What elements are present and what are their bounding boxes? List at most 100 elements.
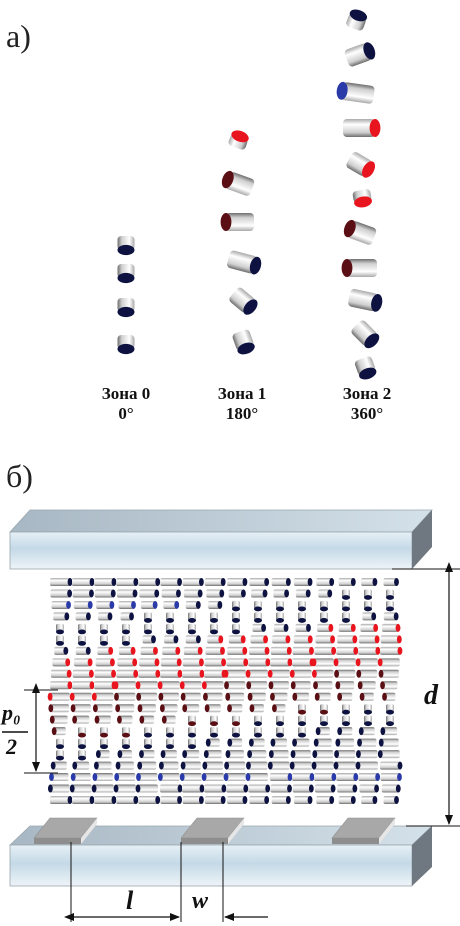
lc-molecule (298, 600, 306, 612)
lc-molecule (292, 692, 310, 701)
lc-molecule (139, 750, 155, 759)
w-label: w (192, 888, 209, 914)
panel-b-label: б) (6, 458, 33, 494)
lc-molecule (249, 578, 270, 586)
electrode-right (331, 817, 396, 844)
lc-molecule (295, 623, 311, 632)
lc-molecule (342, 612, 350, 623)
lc-molecule (75, 612, 91, 621)
lc-molecule (208, 600, 223, 609)
lc-molecule (142, 635, 156, 644)
lc-molecule (318, 589, 333, 598)
lc-molecule (315, 635, 335, 644)
lc-molecule (185, 600, 201, 609)
lc-molecule (320, 715, 328, 727)
lc-molecule (117, 715, 133, 724)
lc-molecule (50, 669, 72, 678)
lc-molecule (72, 589, 94, 598)
lc-molecule (342, 600, 350, 612)
lc-molecule (204, 658, 227, 667)
lc-molecule (135, 681, 158, 690)
lc-molecule (254, 612, 262, 623)
lc-molecule (270, 784, 292, 793)
lc-molecule (144, 727, 152, 738)
lc-molecule (92, 773, 114, 782)
lc-molecule (78, 750, 86, 761)
lc-molecule (166, 727, 174, 738)
lc-molecule (51, 727, 66, 736)
lc-molecule (100, 727, 108, 738)
lc-molecule (271, 796, 291, 804)
liquid-crystal-grid (47, 578, 403, 804)
lc-molecule (159, 704, 178, 713)
lc-molecule (52, 658, 71, 667)
lc-molecule (247, 692, 266, 701)
zone2-molecule (343, 219, 377, 245)
lc-molecule (298, 704, 306, 715)
lc-molecule (51, 600, 71, 609)
lc-molecule (73, 658, 93, 667)
lc-molecule (182, 796, 204, 804)
lc-molecule (292, 784, 314, 793)
lc-molecule (226, 784, 249, 793)
lc-molecule (335, 681, 355, 690)
zone2-molecule (343, 119, 381, 137)
lc-molecule (314, 784, 336, 793)
lc-molecule (72, 681, 95, 690)
lc-molecule (188, 715, 196, 727)
lc-molecule (114, 692, 136, 701)
lc-molecule (118, 646, 136, 655)
lc-molecule (249, 704, 265, 713)
lc-molecule (201, 773, 224, 782)
lc-molecule (268, 681, 290, 690)
lc-molecule (245, 669, 268, 678)
lc-molecule (337, 784, 358, 793)
lc-molecule (313, 738, 332, 747)
lc-molecule (298, 612, 306, 623)
lc-molecule (204, 669, 227, 678)
lc-molecule (270, 692, 288, 701)
lc-molecule (188, 727, 196, 738)
lc-molecule (311, 658, 334, 667)
lc-molecule (182, 658, 204, 667)
lc-molecule (95, 658, 115, 667)
lc-molecule (364, 600, 372, 612)
lc-molecule (224, 681, 246, 690)
lc-molecule (290, 750, 311, 759)
zone-2-label: Зона 2 360° (322, 384, 412, 424)
lc-molecule (270, 738, 288, 747)
lc-molecule (355, 761, 378, 770)
lc-molecule (333, 761, 356, 770)
lc-molecule (160, 658, 182, 667)
lc-molecule (78, 738, 86, 750)
lc-molecule (380, 646, 403, 655)
lc-molecule (377, 658, 400, 667)
lc-molecule (386, 600, 394, 612)
lc-molecule (69, 692, 92, 701)
lc-molecule (95, 750, 110, 759)
lc-molecule (276, 727, 284, 738)
lc-molecule (314, 646, 337, 655)
lc-molecule (252, 623, 266, 632)
lc-molecule (160, 784, 183, 793)
lc-molecule (337, 635, 358, 644)
lc-molecule (358, 646, 381, 655)
lc-molecule (113, 784, 136, 793)
lc-molecule (227, 738, 243, 747)
lc-molecule (182, 704, 200, 713)
zone-0-name: Зона 0 (101, 384, 151, 403)
lc-molecule (293, 635, 313, 644)
lc-molecule (78, 623, 86, 635)
lc-molecule (224, 761, 246, 770)
lc-molecule (337, 692, 353, 701)
lc-molecule (267, 669, 290, 678)
lc-molecule (72, 669, 94, 678)
lc-molecule (73, 600, 93, 609)
lc-molecule (179, 681, 202, 690)
lc-molecule (359, 692, 374, 701)
lc-molecule (337, 727, 353, 736)
lc-molecule (72, 715, 90, 724)
zone0-molecule (117, 264, 135, 284)
zone2-molecule (354, 356, 377, 380)
